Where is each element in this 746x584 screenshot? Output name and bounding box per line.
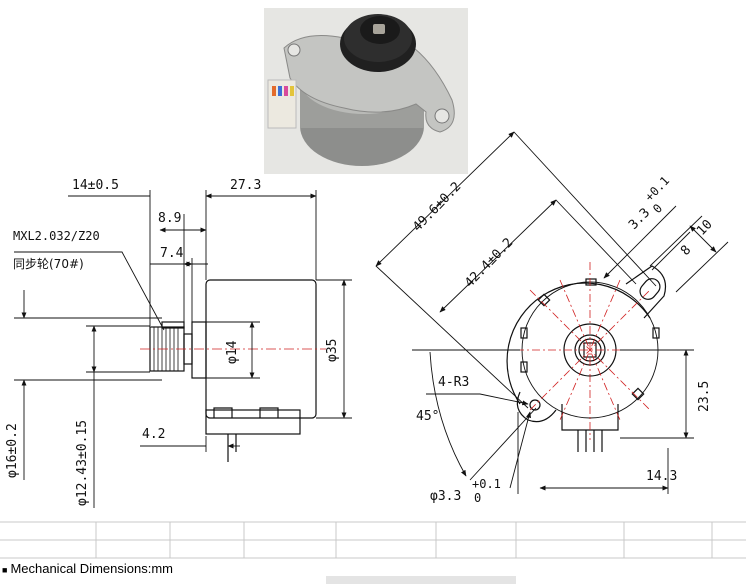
side-view [149, 279, 317, 462]
dim-height: 23.5 [697, 381, 712, 412]
dim-wire-offset: 14.3 [646, 469, 677, 484]
motor-photo [264, 8, 468, 174]
dim-shaft: 7.4 [160, 246, 184, 261]
dim-inner-spacing: 42.4±0.2 [462, 235, 516, 290]
dim-flange: 8.9 [158, 211, 181, 226]
bullet-icon: ■ [2, 565, 8, 575]
dim-pulley-pitch: φ12.43±0.15 [75, 420, 90, 506]
dim-slot-tolerance-lower: 0 [650, 201, 665, 216]
caption: ■Mechanical Dimensions:mm [2, 561, 173, 576]
dim-pulley-od: φ16±0.2 [5, 423, 20, 478]
dim-slot-end: 8 [678, 243, 694, 259]
dim-angle: 45° [416, 409, 439, 424]
front-view-labels: 49.6±0.2 42.4±0.2 3.3 +0.1 0 10 8 4-R3 4… [410, 174, 716, 505]
dim-hub-diameter: φ14 [225, 340, 240, 364]
dim-overall-left: 14±0.5 [72, 178, 119, 193]
pulley-name: 同步轮(70#) [13, 257, 84, 271]
dim-mount-spacing: 49.6±0.2 [410, 179, 464, 234]
dim-body-diameter: φ35 [325, 339, 340, 362]
dim-hole: φ3.3 [430, 489, 461, 504]
dim-hole-tolerance: +0.1 [472, 477, 501, 491]
sheet-grid [0, 521, 746, 559]
dim-body-length: 27.3 [230, 178, 261, 193]
dim-radius: 4-R3 [438, 375, 469, 390]
dim-slot-width: 3.3 [626, 205, 653, 232]
dim-offset: 4.2 [142, 427, 165, 442]
caption-text: Mechanical Dimensions:mm [10, 561, 173, 576]
dim-slot-tolerance: +0.1 [642, 174, 672, 205]
dim-hole-tolerance-lower: 0 [474, 491, 481, 505]
pulley-spec: MXL2.032/Z20 [13, 229, 100, 243]
side-view-labels: 14±0.5 27.3 8.9 7.4 MXL2.032/Z20 同步轮(70#… [5, 178, 340, 506]
